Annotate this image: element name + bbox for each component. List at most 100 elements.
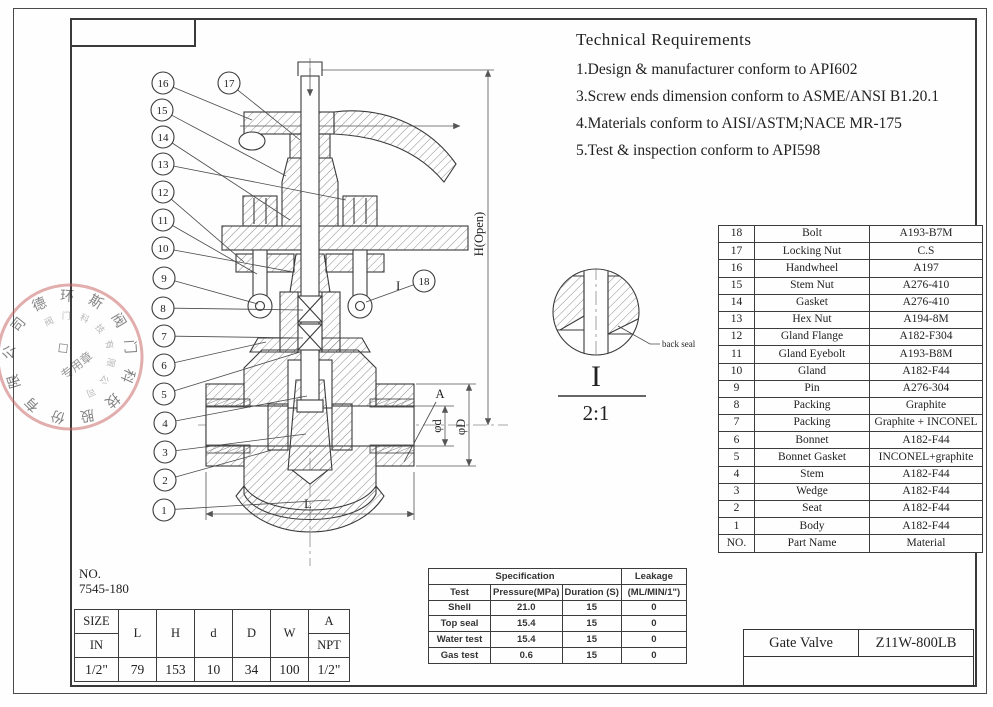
eyebolt-shank-right bbox=[352, 249, 368, 299]
wedge-bottom-notch bbox=[290, 469, 330, 485]
spec-col-pressure: Pressure(MPa) bbox=[490, 583, 563, 601]
size-col-d: d bbox=[194, 609, 233, 658]
spec-leakage-cell: 0 bbox=[620, 631, 687, 648]
spec-data-row: Shell 21.0 15 0 bbox=[428, 599, 687, 617]
sheet-outer-border bbox=[13, 8, 987, 694]
size-unit-in: IN bbox=[74, 633, 119, 658]
part-number-cell: 9 bbox=[718, 379, 755, 398]
balloon-10: 10 bbox=[151, 236, 294, 273]
part-material-cell: A182-F44 bbox=[869, 465, 983, 484]
pin-right bbox=[354, 300, 366, 312]
part-number-cell: 5 bbox=[718, 448, 755, 467]
part-name-cell: Wedge bbox=[754, 482, 870, 502]
spec-header-row: Specification Leakage bbox=[428, 568, 687, 585]
parts-header-name: Part Name bbox=[754, 534, 870, 553]
svg-text:11: 11 bbox=[158, 215, 169, 227]
spec-leakage-cell: 0 bbox=[620, 646, 687, 664]
title-block: Gate Valve Z11W-800LB bbox=[743, 629, 974, 686]
hex-nut-right bbox=[342, 195, 378, 227]
part-material-cell: A182-F304 bbox=[869, 328, 983, 347]
balloon-13: 13 bbox=[151, 152, 347, 201]
size-header-size: SIZE bbox=[74, 609, 119, 634]
part-material-cell: A182-F44 bbox=[869, 431, 983, 450]
part-material-cell: Graphite + INCONEL bbox=[869, 414, 983, 433]
parts-table-row: 9 Pin A276-304 bbox=[718, 379, 983, 398]
parts-table-row: 3 Wedge A182-F44 bbox=[718, 482, 983, 502]
size-header-row: SIZE L H d D W A bbox=[74, 609, 350, 658]
pin-left bbox=[254, 300, 266, 312]
svg-text:12: 12 bbox=[158, 187, 169, 199]
spec-header-leakage: Leakage bbox=[620, 568, 687, 585]
thread-left-bottom bbox=[205, 444, 251, 454]
spec-duration-cell: 15 bbox=[561, 631, 622, 648]
seat-left bbox=[267, 403, 289, 451]
spec-test-cell: Shell bbox=[428, 599, 491, 617]
balloon-8: 8 bbox=[151, 296, 304, 320]
balloon-1: 1 bbox=[152, 498, 331, 522]
size-value: 153 bbox=[156, 657, 195, 682]
dim-D-label: φD bbox=[454, 419, 468, 435]
svg-text:3: 3 bbox=[162, 447, 168, 459]
parts-table-row: 15 Stem Nut A276-410 bbox=[718, 276, 983, 295]
balloon-16: 16 bbox=[151, 71, 253, 121]
svg-text:7: 7 bbox=[161, 331, 167, 343]
tech-req-title: Technical Requirements bbox=[576, 30, 752, 49]
part-name-cell: Stem bbox=[754, 465, 870, 484]
size-value: 79 bbox=[118, 657, 157, 682]
parts-table-row: 4 Stem A182-F44 bbox=[718, 465, 983, 484]
spec-data-row: Gas test 0.6 15 0 bbox=[428, 646, 687, 664]
spec-data-row: Top seal 15.4 15 0 bbox=[428, 615, 687, 633]
seat-right bbox=[331, 403, 353, 451]
svg-text:10: 10 bbox=[158, 243, 170, 255]
size-value: 1/2" bbox=[308, 657, 350, 682]
hex-nut-left bbox=[242, 195, 278, 227]
parts-table-row: 1 Body A182-F44 bbox=[718, 517, 983, 536]
svg-text:16: 16 bbox=[158, 78, 170, 90]
dim-A-label: A bbox=[435, 387, 444, 401]
part-name-cell: Body bbox=[754, 517, 870, 536]
size-value: 1/2" bbox=[74, 657, 119, 682]
parts-table-row: 14 Gasket A276-410 bbox=[718, 293, 983, 312]
spec-pressure-cell: 21.0 bbox=[490, 599, 563, 617]
back-seal-annotation: back seal bbox=[662, 339, 696, 349]
svg-text:9: 9 bbox=[161, 273, 167, 285]
balloon-4: 4 bbox=[153, 395, 308, 435]
tech-req-item: 3.Screw ends dimension conform to ASME/A… bbox=[576, 88, 939, 105]
part-material-cell: INCONEL+graphite bbox=[869, 448, 983, 467]
svg-text:8: 8 bbox=[160, 303, 166, 315]
size-value: 10 bbox=[194, 657, 233, 682]
part-material-cell: A193-B8M bbox=[869, 345, 983, 364]
dim-d-label: φd bbox=[430, 419, 444, 433]
spec-test-cell: Water test bbox=[428, 631, 491, 648]
gate-valve-section bbox=[205, 61, 469, 533]
part-name-cell: Stem Nut bbox=[754, 276, 870, 295]
body-bottom-skirt bbox=[235, 485, 385, 533]
part-number-cell: 18 bbox=[718, 224, 755, 244]
drawing-number-block: NO. 7545-180 bbox=[79, 566, 129, 596]
parts-table-row: 18 Bolt A193-B7M bbox=[718, 224, 983, 244]
parts-list-table: 18 Bolt A193-B7M 17 Locking Nut C.S 16 H… bbox=[718, 224, 983, 553]
spec-test-cell: Gas test bbox=[428, 646, 491, 664]
parts-table-row: 12 Gland Flange A182-F304 bbox=[718, 328, 983, 347]
part-name-cell: Gland Eyebolt bbox=[754, 345, 870, 364]
handwheel-rim bbox=[238, 131, 266, 151]
balloon-6: 6 bbox=[152, 341, 267, 377]
part-number-cell: 8 bbox=[718, 396, 755, 416]
thread-right-bottom bbox=[369, 444, 415, 454]
eyebolt-eye-left bbox=[247, 293, 273, 319]
svg-text:1: 1 bbox=[161, 505, 167, 517]
balloon-15: 15 bbox=[150, 98, 287, 177]
part-material-cell: A182-F44 bbox=[869, 517, 983, 536]
part-number-cell: 2 bbox=[718, 499, 755, 519]
size-col-L: L bbox=[118, 609, 157, 658]
part-number-cell: 7 bbox=[718, 414, 755, 433]
spec-duration-cell: 15 bbox=[561, 646, 622, 664]
eyebolt-shank-left bbox=[252, 249, 268, 299]
size-values-row: 1/2" 79 153 10 34 100 1/2" bbox=[74, 657, 350, 682]
eyebolt-eye-right bbox=[347, 293, 373, 319]
stem bbox=[300, 75, 320, 413]
size-col-H: H bbox=[156, 609, 195, 658]
handwheel-spoke bbox=[333, 110, 457, 183]
